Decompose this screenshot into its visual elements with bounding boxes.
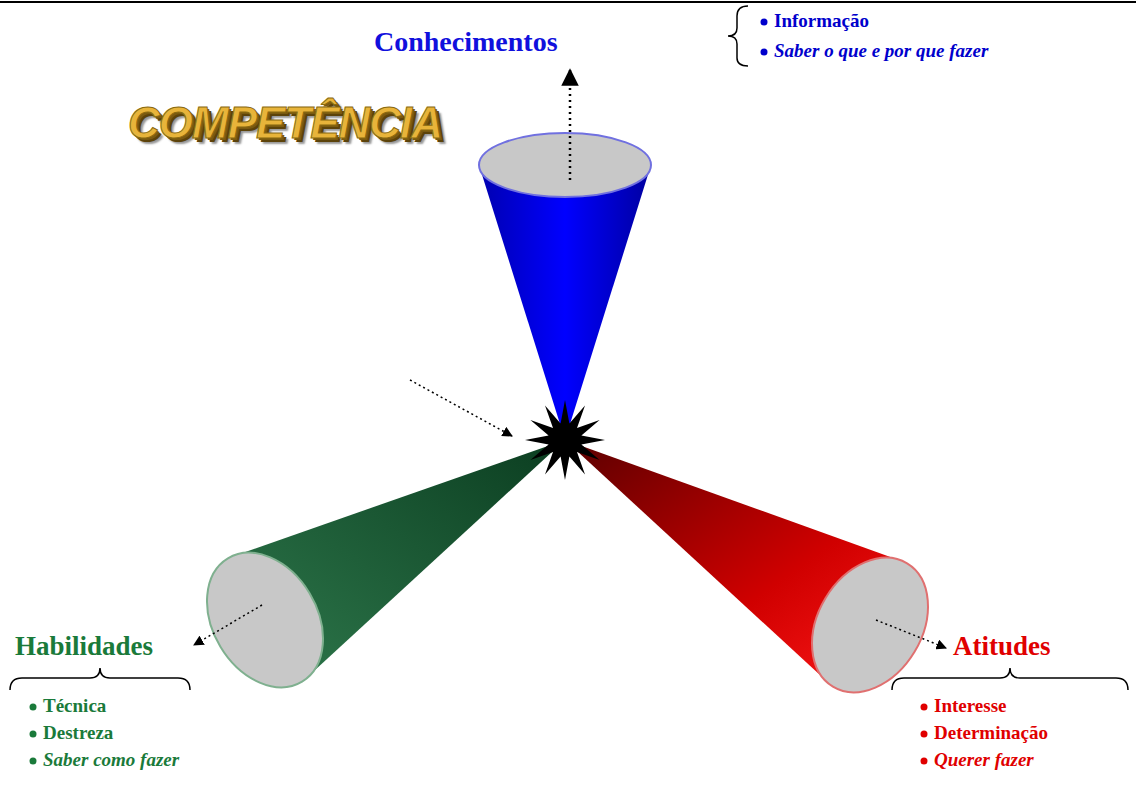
brace [10, 668, 190, 690]
competence-title: COMPETÊNCIA [128, 98, 442, 149]
leader-line [194, 605, 262, 645]
bullet-item: Interesse [934, 695, 1006, 717]
bullet [921, 704, 928, 711]
attitudes-cone-base [788, 537, 951, 714]
leader-line [569, 70, 572, 180]
starburst [525, 400, 605, 480]
bullet [30, 731, 37, 738]
bullet [921, 731, 928, 738]
bullet [30, 758, 37, 765]
heading-label: Habilidades [15, 631, 153, 662]
bullet-item: Querer fazer [934, 749, 1034, 771]
bullet [30, 704, 37, 711]
bullet-item: Saber como fazer [43, 749, 179, 771]
bullet-item: Destreza [43, 722, 113, 744]
knowledge-cone [479, 165, 651, 440]
bullet-item: Informação [774, 10, 869, 32]
heading-label: Atitudes [953, 631, 1051, 662]
bullet [761, 19, 768, 26]
bullet-item: Determinação [934, 722, 1048, 744]
brace [892, 668, 1128, 690]
leader-line [410, 380, 512, 436]
bullet-item: Técnica [43, 695, 106, 717]
top-rule [0, 1, 1136, 3]
bullet-item: Saber o que e por que fazer [774, 40, 988, 62]
leader-line [876, 620, 946, 648]
knowledge-cone-base [479, 133, 651, 197]
heading-label: Conhecimentos [374, 26, 558, 58]
bullet [921, 758, 928, 765]
brace [728, 6, 748, 66]
bullet [761, 49, 768, 56]
skills-cone-base [183, 532, 346, 709]
